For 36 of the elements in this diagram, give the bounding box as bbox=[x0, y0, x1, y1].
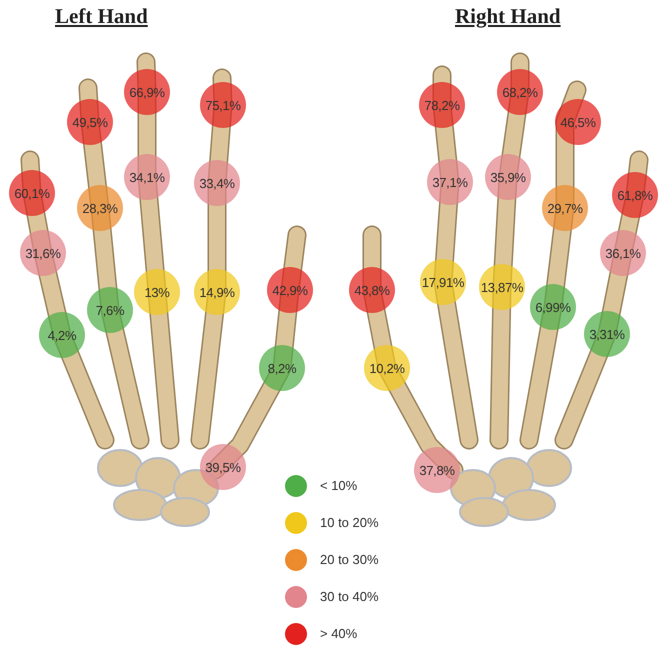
legend-label: > 40% bbox=[320, 626, 358, 641]
percentage-marker: 37,8% bbox=[414, 447, 460, 493]
legend-label: 30 to 40% bbox=[320, 589, 379, 604]
percentage-marker: 61,8% bbox=[612, 172, 658, 218]
percentage-marker: 36,1% bbox=[600, 230, 646, 276]
percentage-marker: 4,2% bbox=[39, 312, 85, 358]
percentage-marker: 7,6% bbox=[87, 287, 133, 333]
percentage-marker: 17,91% bbox=[420, 259, 466, 305]
percentage-marker: 28,3% bbox=[77, 185, 123, 231]
percentage-marker: 78,2% bbox=[419, 82, 465, 128]
legend-label: 20 to 30% bbox=[320, 552, 379, 567]
percentage-marker: 8,2% bbox=[259, 345, 305, 391]
percentage-marker: 66,9% bbox=[124, 69, 170, 115]
percentage-marker: 13% bbox=[134, 269, 180, 315]
percentage-marker: 35,9% bbox=[485, 154, 531, 200]
legend-label: 10 to 20% bbox=[320, 515, 379, 530]
percentage-marker: 60,1% bbox=[9, 170, 55, 216]
hand-heading: Left Hand bbox=[55, 4, 148, 29]
percentage-marker: 31,6% bbox=[20, 230, 66, 276]
percentage-marker: 3,31% bbox=[584, 311, 630, 357]
percentage-marker: 37,1% bbox=[427, 159, 473, 205]
percentage-marker: 10,2% bbox=[364, 345, 410, 391]
percentage-marker: 75,1% bbox=[200, 82, 246, 128]
percentage-marker: 34,1% bbox=[124, 154, 170, 200]
percentage-marker: 49,5% bbox=[67, 99, 113, 145]
percentage-marker: 13,87% bbox=[479, 264, 525, 310]
hand-heading: Right Hand bbox=[455, 4, 561, 29]
percentage-marker: 33,4% bbox=[194, 160, 240, 206]
percentage-marker: 14,9% bbox=[194, 269, 240, 315]
percentage-marker: 42,9% bbox=[267, 267, 313, 313]
percentage-marker: 68,2% bbox=[497, 69, 543, 115]
percentage-marker: 46,5% bbox=[555, 99, 601, 145]
percentage-marker: 6,99% bbox=[530, 284, 576, 330]
legend-label: < 10% bbox=[320, 478, 358, 493]
percentage-marker: 43,8% bbox=[349, 267, 395, 313]
percentage-marker: 29,7% bbox=[542, 185, 588, 231]
